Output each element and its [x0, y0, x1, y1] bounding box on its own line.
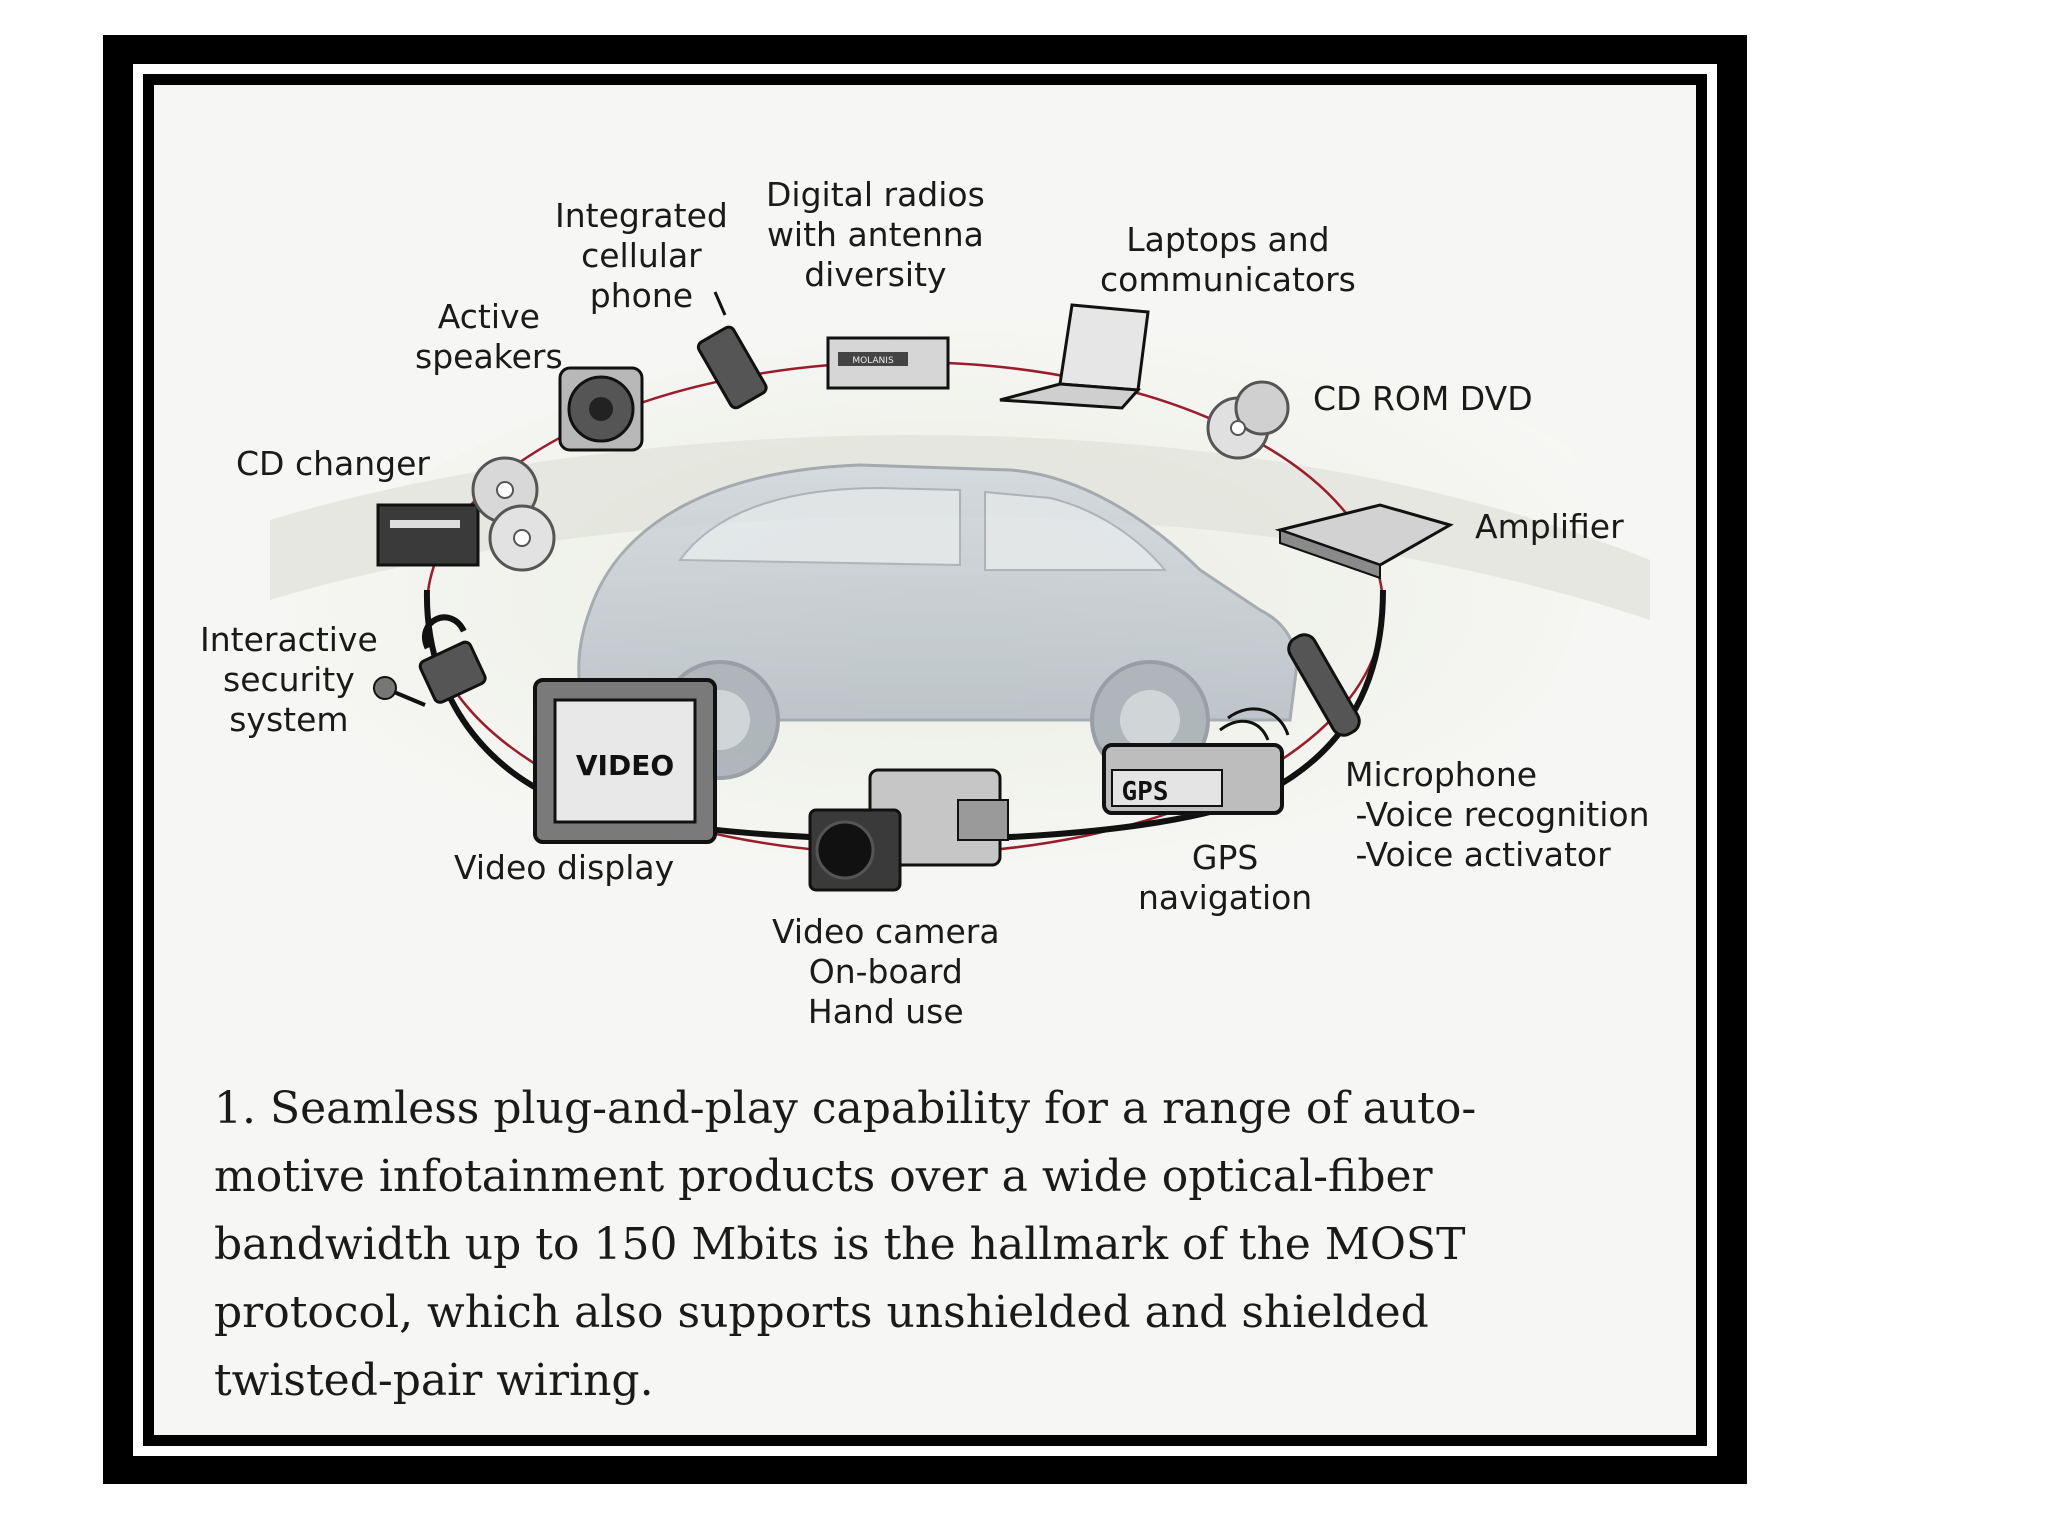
digital-radio-device: MOLANIS [828, 338, 948, 388]
label-video-display: Video display [454, 848, 674, 888]
active-speaker-device [560, 368, 642, 450]
gps-unit-text: GPS [1122, 777, 1169, 807]
label-interactive-security-system: Interactive security system [200, 620, 378, 740]
video-screen-text: VIDEO [576, 749, 674, 782]
label-amplifier: Amplifier [1475, 507, 1624, 547]
label-active-speakers: Active speakers [415, 297, 563, 377]
label-digital-radios: Digital radios with antenna diversity [766, 175, 985, 295]
label-laptops-communicators: Laptops and communicators [1100, 220, 1356, 300]
radio-unit-text: MOLANIS [852, 356, 894, 366]
video-display-device: VIDEO [535, 680, 715, 842]
label-video-camera: Video camera On-board Hand use [772, 912, 1000, 1032]
label-cd-rom-dvd: CD ROM DVD [1313, 379, 1533, 419]
label-gps-navigation: GPS navigation [1138, 838, 1312, 918]
figure-caption: 1. Seamless plug-and-play capability for… [214, 1075, 1664, 1415]
label-microphone: Microphone -Voice recognition -Voice act… [1345, 755, 1650, 875]
label-integrated-cellular-phone: Integrated cellular phone [555, 196, 728, 316]
label-cd-changer: CD changer [236, 444, 430, 484]
